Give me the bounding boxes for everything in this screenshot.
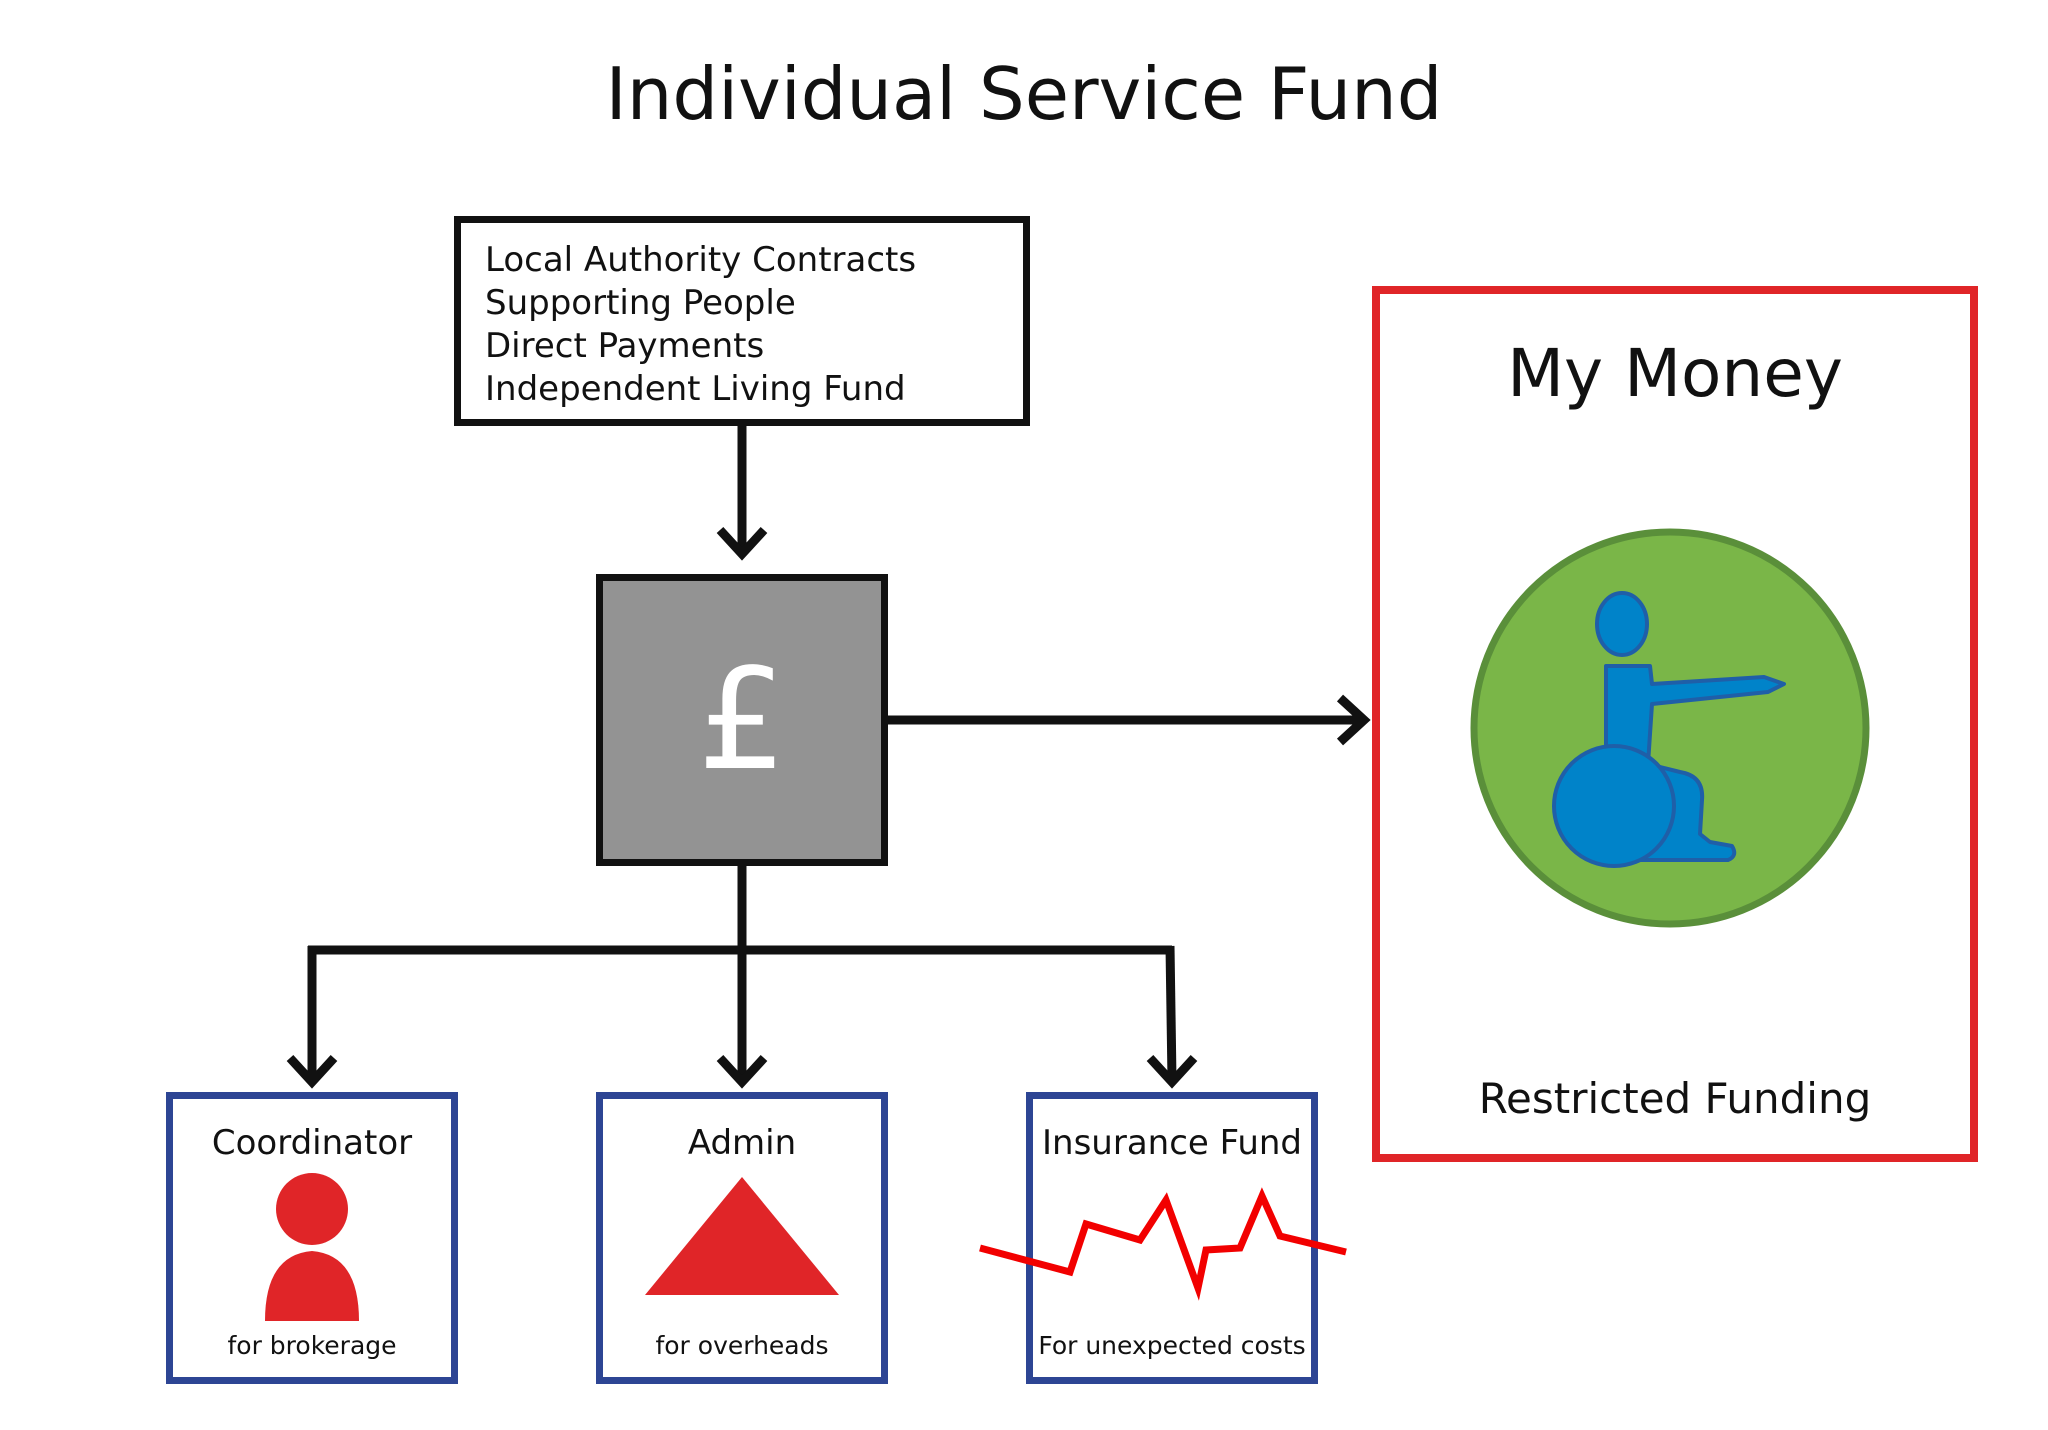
coordinator-box: Coordinator for brokerage — [166, 1092, 458, 1384]
insurance-fund-box: Insurance Fund For unexpected costs — [1026, 1092, 1318, 1384]
fund-box: £ — [596, 574, 888, 866]
source-item: Supporting People — [485, 283, 796, 323]
diagram-title: Individual Service Fund — [605, 52, 1443, 136]
insurance-fund-caption: For unexpected costs — [1038, 1331, 1306, 1360]
person-icon — [265, 1173, 359, 1321]
admin-title: Admin — [687, 1123, 797, 1163]
triangle-icon — [645, 1177, 839, 1295]
admin-caption: for overheads — [655, 1331, 829, 1360]
coordinator-title: Coordinator — [211, 1123, 413, 1163]
my-money-footer: Restricted Funding — [1478, 1074, 1872, 1123]
arrow-head-sources — [716, 526, 768, 561]
my-money-box: My Money Restricted Funding — [1372, 286, 1978, 1162]
coordinator-caption: for brokerage — [227, 1331, 397, 1360]
admin-box: Admin for overheads — [596, 1092, 888, 1384]
arrow-to-insurance — [1165, 945, 1177, 1081]
my-money-title: My Money — [1507, 335, 1843, 412]
arrow-head-admin — [716, 1054, 768, 1089]
source-item: Local Authority Contracts — [485, 240, 917, 280]
arrow-head-coordinator — [286, 1054, 338, 1089]
pound-symbol: £ — [697, 638, 787, 802]
arrow-head-insurance — [1146, 1054, 1198, 1089]
arrow-head-my-money — [1336, 694, 1371, 746]
wheelchair-user-icon — [1470, 528, 1870, 928]
insurance-fund-title: Insurance Fund — [1042, 1123, 1302, 1163]
source-item: Direct Payments — [485, 326, 765, 366]
funding-sources-box: Local Authority Contracts Supporting Peo… — [454, 216, 1030, 426]
source-item: Independent Living Fund — [485, 369, 906, 409]
